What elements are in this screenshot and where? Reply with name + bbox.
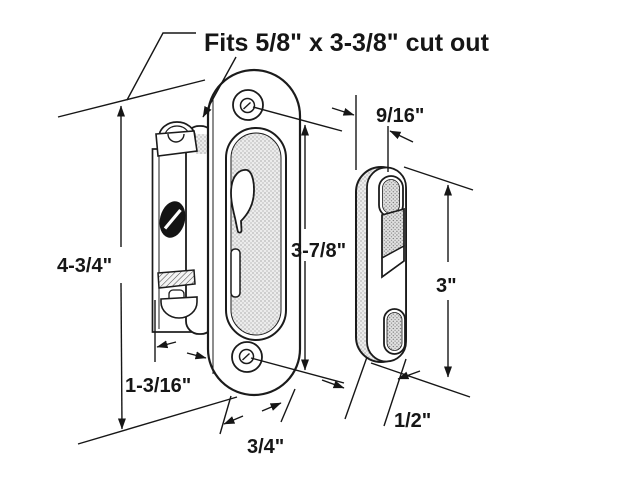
dim-label-keeper-height: 3" (436, 275, 457, 297)
dim-keeper-height (370, 166, 474, 398)
faceplate-screw-bottom (231, 341, 263, 373)
case-top-screw (155, 121, 198, 157)
latch-stem (230, 248, 241, 298)
dim-label-case-depth: 1-3/16" (125, 375, 191, 397)
dimension-lines (57, 32, 474, 445)
dim-lock-height (57, 79, 238, 445)
dim-label-keeper-depth: 1/2" (394, 410, 431, 432)
dim-label-keeper-width: 9/16" (376, 105, 424, 127)
labels: Fits 5/8" x 3-3/8" cut out 4-3/4" 3-7/8"… (57, 29, 490, 458)
latch-hook (230, 169, 255, 234)
faceplate-screw-top (232, 89, 264, 121)
faceplate (206, 68, 302, 397)
header-label: Fits 5/8" x 3-3/8" cut out (204, 29, 490, 57)
dim-keeper-width (331, 95, 414, 172)
header-leader-line (126, 32, 196, 101)
dim-case-depth (154, 300, 207, 362)
lock-case (151, 121, 215, 335)
dim-keeper-depth (321, 356, 421, 427)
keeper-slot-bottom (383, 308, 406, 355)
dim-label-faceplate-width: 3/4" (247, 436, 284, 458)
dim-label-lock-height: 4-3/4" (57, 255, 112, 277)
dim-label-screw-spacing: 3-7/8" (291, 240, 346, 262)
keeper-pocket (381, 207, 405, 279)
header-leader-arrow (202, 56, 237, 118)
case-bottom-bracket (157, 269, 198, 319)
dim-screw-spacing (250, 106, 345, 384)
keeper-slot-top (378, 175, 404, 218)
keeper (355, 166, 407, 363)
case-adjust-hole (159, 201, 186, 238)
latch-recess (225, 127, 287, 341)
dim-faceplate-width (219, 388, 296, 435)
